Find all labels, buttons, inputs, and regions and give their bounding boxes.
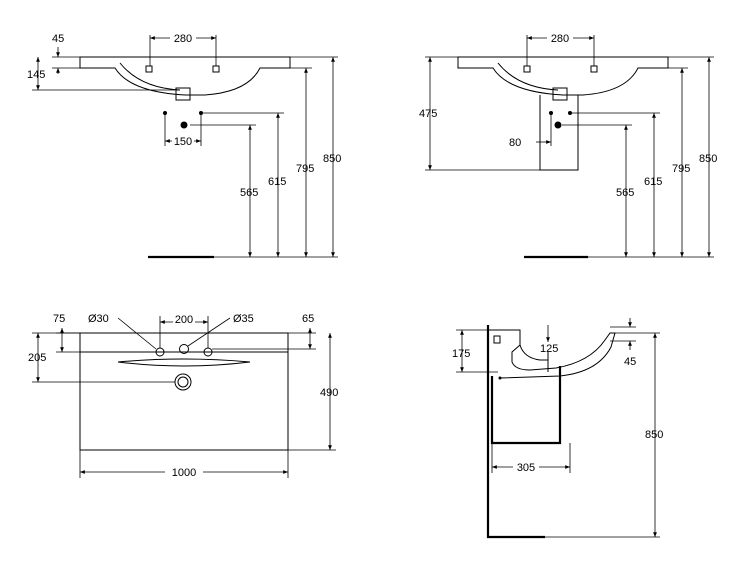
dim-d30: Ø30 (88, 313, 109, 325)
tap-hole-right (590, 65, 598, 73)
basin-top-outline (79, 332, 289, 451)
waste-outlet (175, 87, 191, 101)
dim-65: 65 (302, 313, 314, 325)
front-view-left: 280 45 145 150 565 615 795 850 (27, 31, 341, 259)
dim-850: 850 (323, 153, 341, 165)
dim-125: 125 (540, 343, 558, 355)
waste-point (554, 121, 562, 129)
semi-pedestal (539, 95, 579, 171)
dim-200: 200 (175, 314, 193, 326)
dim-280: 280 (174, 33, 192, 45)
waste-inner (177, 376, 189, 388)
dim-45: 45 (52, 33, 64, 45)
dim-565: 565 (240, 187, 258, 199)
tap-hole-right (212, 65, 220, 73)
side-view: 175 125 45 850 305 (452, 318, 663, 539)
dim-145: 145 (27, 69, 45, 81)
tap-hole-left (523, 65, 531, 73)
wall-line (486, 325, 545, 539)
fixing-point (498, 376, 502, 380)
dim-615: 615 (644, 176, 662, 188)
dim-490: 490 (320, 387, 338, 399)
dim-1000: 1000 (172, 467, 196, 479)
bowl-lip (117, 358, 251, 367)
dim-280: 280 (551, 33, 569, 45)
tap-hole-center (179, 344, 189, 354)
dim-175: 175 (452, 348, 470, 360)
front-view-right: 280 475 80 565 615 795 850 (419, 31, 717, 259)
dim-80: 80 (509, 137, 521, 149)
dim-615: 615 (268, 176, 286, 188)
dim-205: 205 (28, 352, 46, 364)
basin-profile (488, 329, 616, 379)
basin-outline (79, 56, 291, 96)
dim-850: 850 (699, 153, 717, 165)
dim-75: 75 (53, 313, 65, 325)
supply-point-right (568, 111, 572, 115)
dim-475: 475 (419, 108, 437, 120)
basin-inner-curve (119, 62, 181, 91)
dim-850: 850 (645, 429, 663, 441)
semi-pedestal-profile (490, 366, 562, 445)
dim-305: 305 (517, 462, 535, 474)
waste-outlet (552, 87, 568, 101)
basin-inner-curve (497, 62, 559, 91)
wall-fixing (493, 335, 501, 344)
top-view: 200 Ø30 Ø35 75 65 205 490 1000 (28, 313, 338, 479)
basin-outline (457, 56, 669, 96)
dim-795: 795 (296, 163, 314, 175)
dim-795: 795 (672, 163, 690, 175)
dim-d35: Ø35 (233, 313, 254, 325)
dim-565: 565 (616, 187, 634, 199)
tap-hole-left (145, 65, 153, 73)
dim-150: 150 (174, 136, 192, 148)
basin-bowl-inner (519, 344, 548, 361)
waste-outer (174, 373, 192, 391)
dim-45: 45 (624, 356, 636, 368)
waste-point (180, 121, 188, 129)
